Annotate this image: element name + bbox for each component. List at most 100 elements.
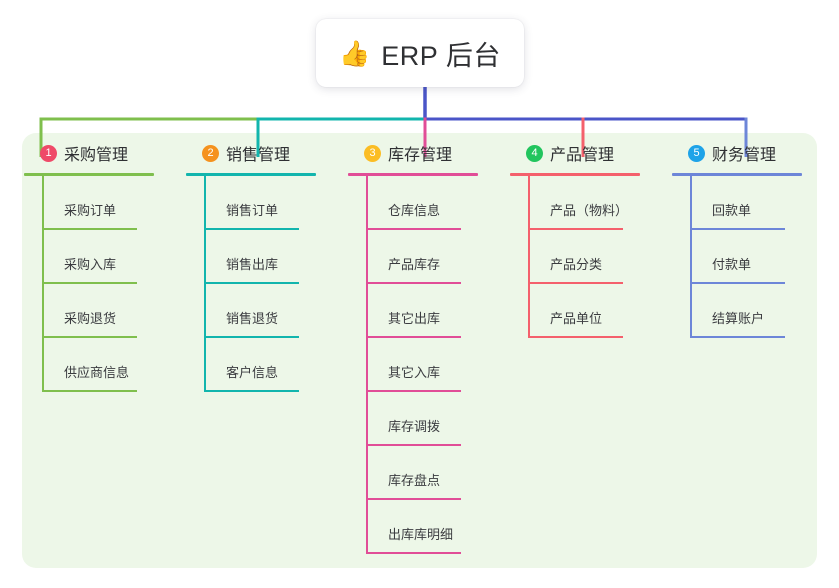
leaf-item[interactable]: 产品单位 [528,284,662,338]
leaf-item[interactable]: 销售订单 [204,176,338,230]
leaf-item[interactable]: 销售退货 [204,284,338,338]
leaf-item-label: 其它出库 [388,311,441,326]
leaf-item-label: 销售退货 [226,311,279,326]
branch-badge-3: 3 [364,144,381,162]
root-node-content: 👍 ERP 后台 [339,34,501,73]
leaf-item-label: 结算账户 [712,311,765,326]
branch-header-1[interactable]: 1 采购管理 [24,140,176,166]
leaf-item-rule [366,336,461,338]
branch-badge-4: 4 [526,144,543,162]
leaf-item-label: 回款单 [712,203,752,218]
branch-column-3: 3 库存管理仓库信息产品库存其它出库其它入库库存调拨库存盘点出库库明细 [348,140,500,554]
leaf-item-rule [204,390,299,392]
branch-title-5: 财务管理 [712,147,777,164]
leaf-item[interactable]: 付款单 [690,230,824,284]
leaf-item[interactable]: 仓库信息 [366,176,500,230]
leaf-item-label: 产品分类 [550,257,603,272]
leaf-item-label: 其它入库 [388,365,441,380]
branch-title-3: 库存管理 [388,147,453,164]
branch-badge-5: 5 [688,144,705,162]
branch-header-rule-2 [186,173,316,176]
branch-column-2: 2 销售管理销售订单销售出库销售退货客户信息 [186,140,338,392]
leaf-item[interactable]: 客户信息 [204,338,338,392]
leaf-item[interactable]: 其它出库 [366,284,500,338]
leaf-item-rule [366,390,461,392]
branch-items-1: 采购订单采购入库采购退货供应商信息 [24,176,176,392]
leaf-item-rule [528,282,623,284]
leaf-item[interactable]: 产品（物料） [528,176,662,230]
branch-trunk-4 [528,176,530,338]
leaf-item-label: 库存盘点 [388,473,441,488]
branch-trunk-2 [204,176,206,392]
branch-header-rule-1 [24,173,154,176]
leaf-item[interactable]: 出库库明细 [366,500,500,554]
branch-header-2[interactable]: 2 销售管理 [186,140,338,166]
leaf-item-rule [366,552,461,554]
leaf-item[interactable]: 回款单 [690,176,824,230]
branch-header-rule-4 [510,173,640,176]
leaf-item[interactable]: 供应商信息 [42,338,176,392]
leaf-item-label: 供应商信息 [64,365,130,380]
leaf-item[interactable]: 产品库存 [366,230,500,284]
branch-items-5: 回款单付款单结算账户 [672,176,824,338]
leaf-item-rule [42,228,137,230]
leaf-item[interactable]: 结算账户 [690,284,824,338]
leaf-item[interactable]: 产品分类 [528,230,662,284]
branch-items-2: 销售订单销售出库销售退货客户信息 [186,176,338,392]
leaf-item-label: 采购订单 [64,203,117,218]
leaf-item[interactable]: 采购入库 [42,230,176,284]
leaf-item-label: 仓库信息 [388,203,441,218]
branch-column-4: 4 产品管理产品（物料） 产品分类产品单位 [510,140,662,338]
leaf-item-rule [42,336,137,338]
leaf-item-label: 产品库存 [388,257,441,272]
leaf-item-rule [42,282,137,284]
leaf-item[interactable]: 采购订单 [42,176,176,230]
branch-badge-1: 1 [40,144,57,162]
leaf-item-rule [204,228,299,230]
branch-items-3: 仓库信息产品库存其它出库其它入库库存调拨库存盘点出库库明细 [348,176,500,554]
leaf-item-label: 产品单位 [550,311,603,326]
leaf-item-label: 付款单 [712,257,752,272]
leaf-item[interactable]: 库存盘点 [366,446,500,500]
leaf-item-rule [528,336,623,338]
branch-title-4: 产品管理 [550,147,615,164]
branch-column-5: 5 财务管理回款单付款单结算账户 [672,140,824,338]
branch-badge-2: 2 [202,144,219,162]
leaf-item[interactable]: 库存调拨 [366,392,500,446]
root-node-label: ERP 后台 [381,40,501,71]
branch-trunk-3 [366,176,368,554]
root-node[interactable]: 👍 ERP 后台 [316,19,524,87]
leaf-item-label: 采购入库 [64,257,117,272]
leaf-item[interactable]: 销售出库 [204,230,338,284]
leaf-item-rule [690,336,785,338]
branch-items-4: 产品（物料） 产品分类产品单位 [510,176,662,338]
leaf-item-rule [204,336,299,338]
branch-header-3[interactable]: 3 库存管理 [348,140,500,166]
branch-title-1: 采购管理 [64,147,129,164]
leaf-item-rule [366,444,461,446]
leaf-item-label: 产品（物料） [550,203,629,218]
leaf-item-label: 库存调拨 [388,419,441,434]
leaf-item-label: 采购退货 [64,311,117,326]
branch-header-4[interactable]: 4 产品管理 [510,140,662,166]
leaf-item-rule [690,228,785,230]
leaf-item-rule [366,282,461,284]
leaf-item-rule [366,498,461,500]
branch-header-rule-3 [348,173,478,176]
branch-trunk-1 [42,176,44,392]
branch-column-1: 1 采购管理采购订单采购入库采购退货供应商信息 [24,140,176,392]
thumbs-up-icon: 👍 [339,38,371,68]
leaf-item-label: 出库库明细 [388,527,454,542]
branch-trunk-5 [690,176,692,338]
branch-title-2: 销售管理 [226,147,291,164]
leaf-item-label: 销售出库 [226,257,279,272]
leaf-item-rule [204,282,299,284]
branches-panel [22,133,817,568]
leaf-item[interactable]: 采购退货 [42,284,176,338]
leaf-item-rule [528,228,623,230]
leaf-item[interactable]: 其它入库 [366,338,500,392]
branch-header-rule-5 [672,173,802,176]
leaf-item-label: 客户信息 [226,365,279,380]
branch-header-5[interactable]: 5 财务管理 [672,140,824,166]
